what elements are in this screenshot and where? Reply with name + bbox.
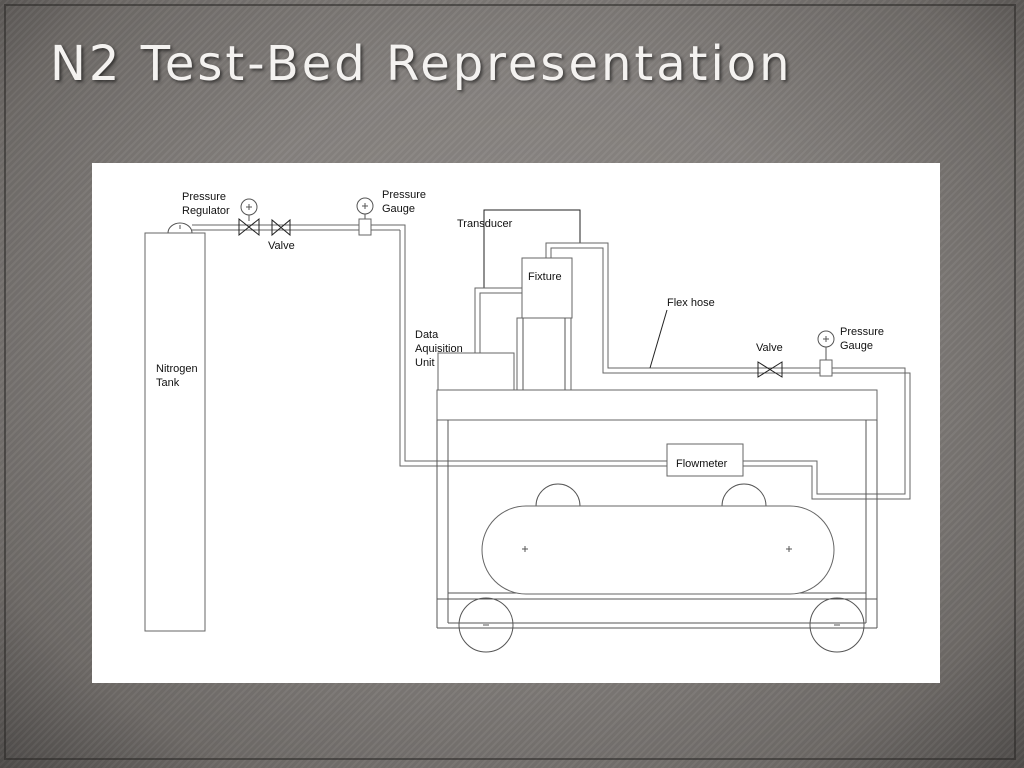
pressure-gauge-right: Pressure Gauge: [817, 326, 887, 377]
valve-left-label: Valve: [268, 240, 295, 252]
pressure-regulator-label: Pressure Regulator: [182, 191, 230, 217]
wheel-left: [458, 597, 514, 653]
data-acquisition-unit-label: Data Aquisition Unit: [415, 329, 466, 369]
supply-pipe: [192, 224, 667, 467]
flowmeter: Flowmeter: [666, 443, 744, 477]
pressure-gauge-right-label: Pressure Gauge: [840, 326, 887, 352]
diagram-panel: Nitrogen Tank Pressure Regulator: [92, 163, 940, 683]
storage-tank: [481, 483, 835, 595]
slide-frame: [4, 4, 1016, 760]
flowmeter-label: Flowmeter: [676, 458, 728, 470]
wheel-right: [809, 597, 865, 653]
transducer-label: Transducer: [457, 218, 513, 230]
valve-right-label: Valve: [756, 342, 783, 354]
fixture-label: Fixture: [528, 271, 562, 283]
valve-right: Valve: [756, 342, 783, 378]
fixture: [521, 257, 573, 319]
pressure-gauge-top: Pressure Gauge: [356, 189, 429, 236]
return-pipe: [742, 367, 911, 500]
transducer-fixture-assembly: Transducer Fixture: [457, 209, 835, 391]
data-acquisition-unit: Data Aquisition Unit: [415, 329, 515, 391]
nitrogen-tank-label: Nitrogen Tank: [156, 363, 201, 389]
valve-left: Valve: [268, 218, 295, 252]
cart-wheels: [458, 597, 865, 653]
flex-hose: Flex hose: [649, 297, 715, 369]
pressure-regulator: Pressure Regulator: [182, 191, 260, 237]
flex-hose-label: Flex hose: [667, 297, 715, 309]
nitrogen-tank: Nitrogen Tank: [144, 222, 206, 632]
test-bed-diagram: Nitrogen Tank Pressure Regulator: [144, 189, 911, 653]
pressure-gauge-top-label: Pressure Gauge: [382, 189, 429, 215]
slide-title: N2 Test-Bed Representation: [50, 36, 793, 92]
